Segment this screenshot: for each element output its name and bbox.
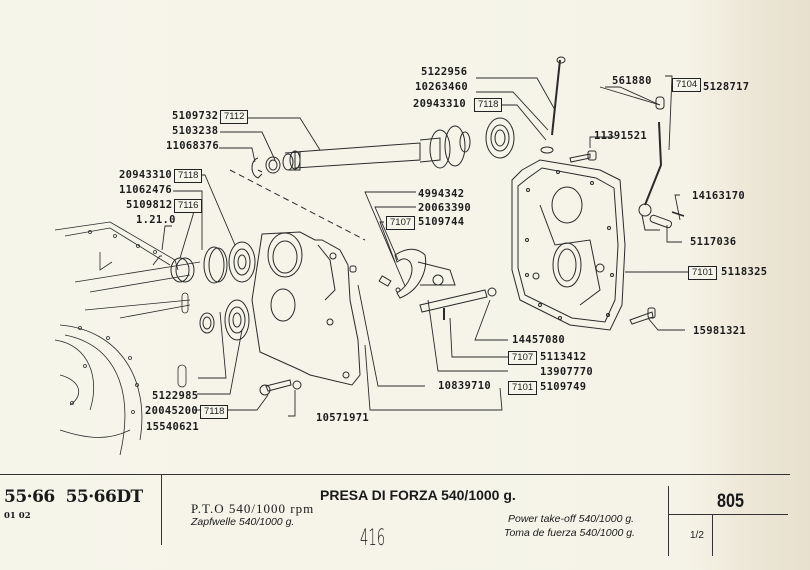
part-label: 20943310 bbox=[119, 169, 172, 181]
footer-divider bbox=[712, 514, 713, 556]
group-code-box: 7118 bbox=[200, 405, 229, 419]
group-code-box: 7112 bbox=[220, 110, 249, 124]
part-label: 11391521 bbox=[594, 130, 647, 142]
shift-fork bbox=[378, 248, 497, 320]
page-number: 805 bbox=[717, 491, 744, 512]
part-label: 1.21.0 bbox=[136, 214, 176, 226]
part-label: 15540621 bbox=[146, 421, 199, 433]
dipstick-rod bbox=[540, 56, 566, 154]
sheet-number: 1/2 bbox=[690, 530, 704, 541]
title-spanish: Toma de fuerza 540/1000 g. bbox=[504, 527, 635, 539]
group-code-box: 7116 bbox=[174, 199, 203, 213]
model-dt-suffix: DT bbox=[116, 487, 143, 507]
control-lever bbox=[638, 96, 685, 231]
part-label: 14457080 bbox=[512, 334, 565, 346]
part-label: 15981321 bbox=[693, 325, 746, 337]
model-designation: 55·66 55·66DT bbox=[4, 487, 143, 507]
model-code: 01 02 bbox=[4, 511, 31, 521]
part-label: 11068376 bbox=[166, 140, 219, 152]
group-code-box: 7101 bbox=[688, 266, 718, 280]
part-label: 20063390 bbox=[418, 202, 471, 214]
part-label: 5109744 bbox=[418, 216, 465, 228]
part-label: 10263460 bbox=[415, 81, 468, 93]
pto-shaft bbox=[251, 125, 471, 179]
group-code-box: 7107 bbox=[508, 351, 538, 365]
footer-divider bbox=[668, 514, 788, 515]
group-code-box: 7101 bbox=[508, 381, 538, 395]
part-label: 10571971 bbox=[316, 412, 369, 424]
part-label: 20943310 bbox=[413, 98, 466, 110]
title-power-take-off: Power take-off 540/1000 g. bbox=[508, 513, 635, 525]
pto-cover-plate bbox=[511, 159, 626, 331]
handwritten-note: 416 bbox=[360, 526, 386, 551]
part-label: 5128717 bbox=[703, 81, 750, 93]
part-label: 5103238 bbox=[172, 125, 219, 137]
part-label: 5122985 bbox=[152, 390, 199, 402]
part-label: 10839710 bbox=[438, 380, 491, 392]
part-label: 5109812 bbox=[126, 199, 173, 211]
exploded-diagram bbox=[54, 56, 690, 456]
bearing-top bbox=[485, 117, 515, 159]
model-name: 55·66 bbox=[4, 487, 55, 507]
group-code-box: 7107 bbox=[386, 216, 416, 230]
part-label: 5122956 bbox=[421, 66, 468, 78]
bolt-15981321 bbox=[629, 307, 656, 325]
part-label: 13907770 bbox=[540, 366, 593, 378]
page-title: PRESA DI FORZA 540/1000 g. bbox=[320, 487, 516, 503]
part-label: 20045200 bbox=[145, 405, 198, 417]
part-label: 561880 bbox=[612, 75, 652, 87]
part-label: 5117036 bbox=[690, 236, 737, 248]
part-label: 11062476 bbox=[119, 184, 172, 196]
part-label: 5118325 bbox=[721, 266, 768, 278]
group-code-box: 7118 bbox=[474, 98, 503, 112]
part-label: 14163170 bbox=[692, 190, 745, 202]
footer-top-rule bbox=[0, 474, 790, 475]
footer-divider bbox=[161, 475, 162, 545]
gear-housing bbox=[251, 231, 361, 386]
assembly-axis-line bbox=[229, 169, 366, 241]
part-label: 5113412 bbox=[540, 351, 587, 363]
bearing-left bbox=[170, 241, 256, 341]
transmission-housing bbox=[54, 221, 201, 456]
title-english: P.T.O 540/1000 rpm bbox=[191, 501, 315, 516]
group-code-box: 7104 bbox=[672, 78, 702, 92]
bolt-15540621 bbox=[259, 379, 302, 396]
title-german: Zapfwelle 540/1000 g. bbox=[191, 516, 295, 528]
part-label: 5109749 bbox=[540, 381, 587, 393]
title-block bbox=[0, 470, 810, 570]
group-code-box: 7118 bbox=[174, 169, 203, 183]
model-dt-name: 55·66 bbox=[65, 487, 117, 507]
footer-divider bbox=[668, 486, 669, 556]
bolt-11391521 bbox=[569, 150, 597, 163]
part-label: 5109732 bbox=[172, 110, 219, 122]
part-label: 4994342 bbox=[418, 188, 465, 200]
